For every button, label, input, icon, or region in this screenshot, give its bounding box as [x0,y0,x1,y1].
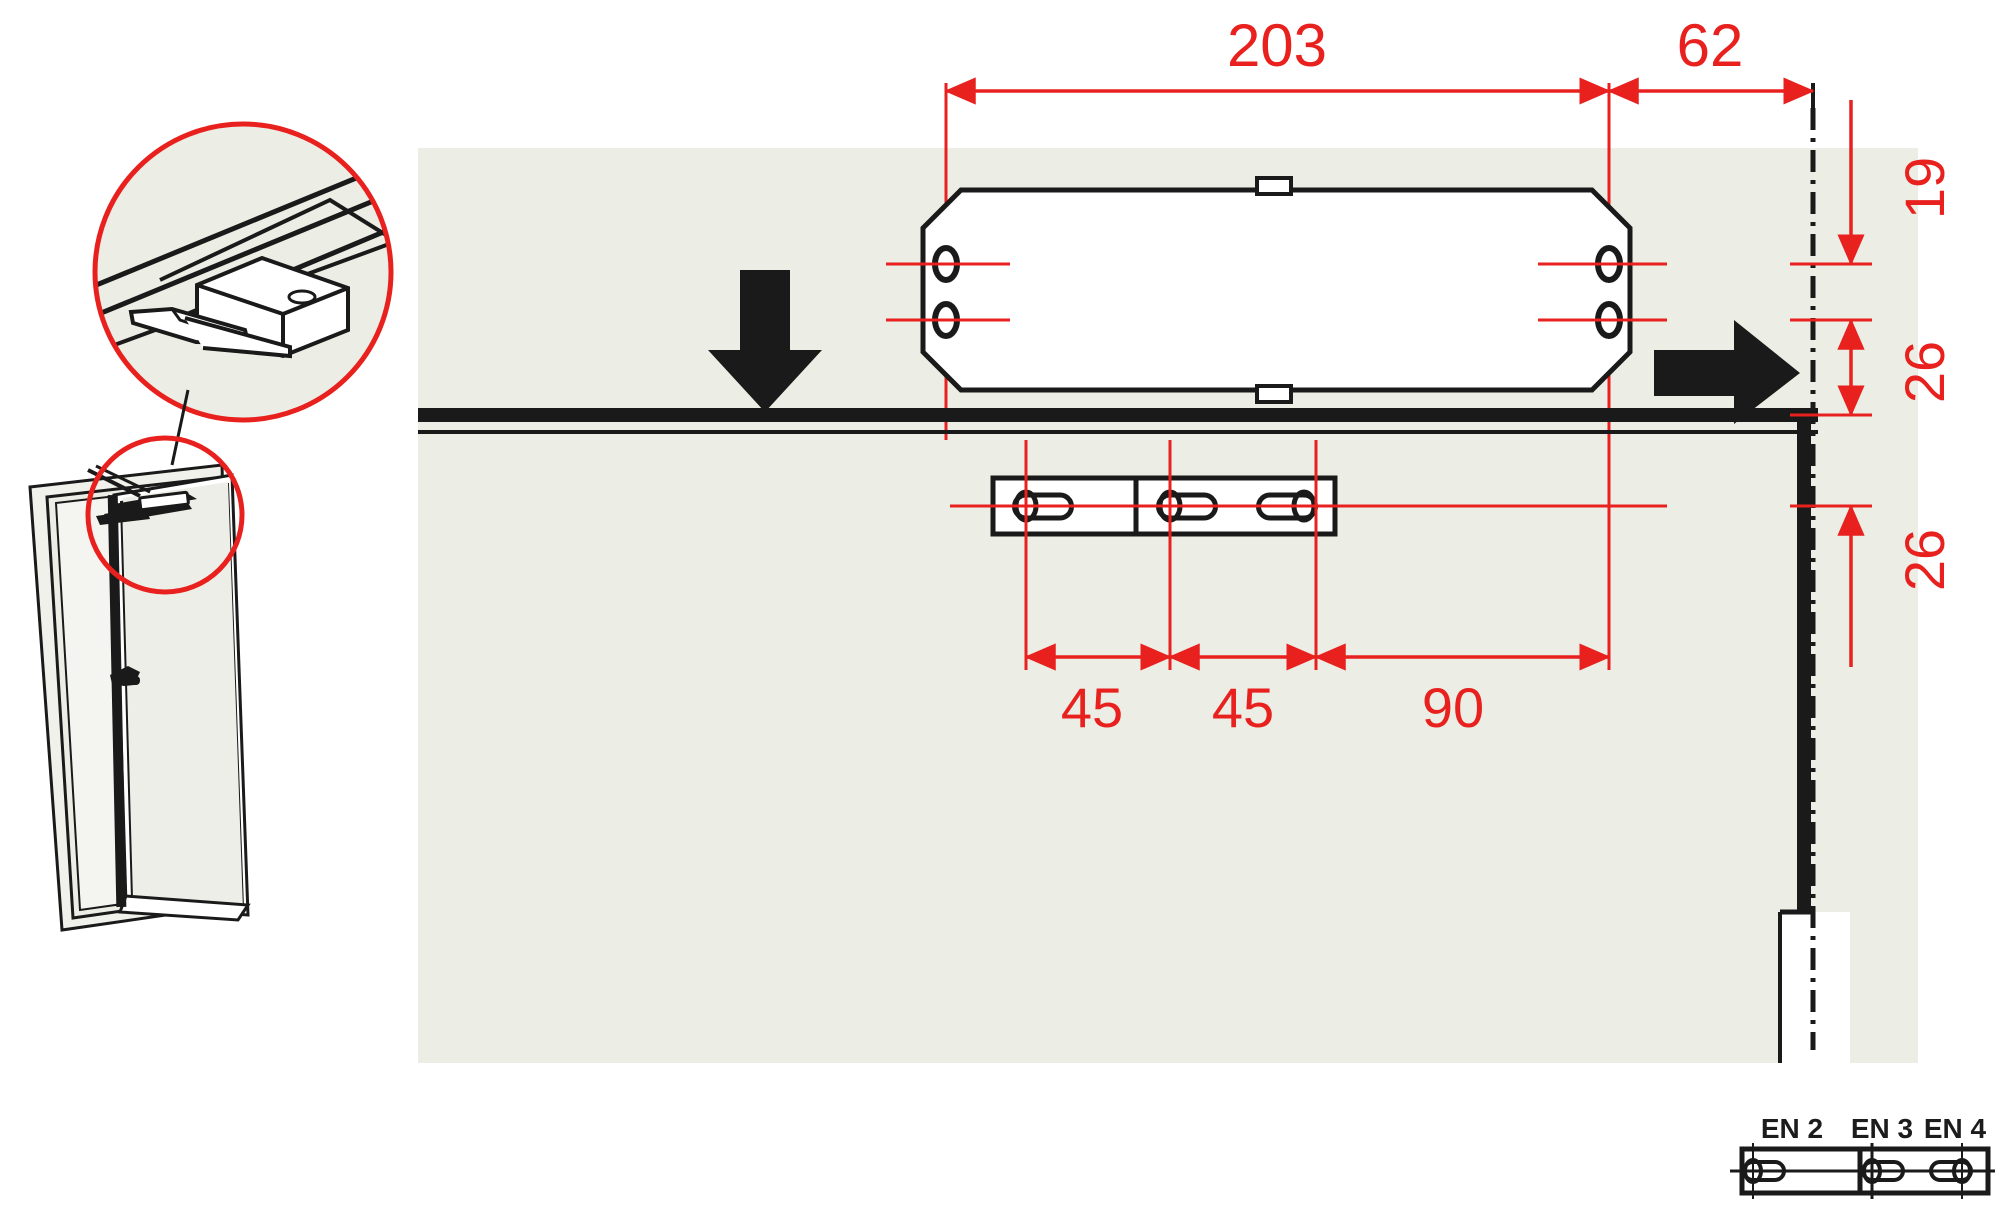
legend-label-en2: EN 2 [1761,1113,1823,1144]
dimension-label-62: 62 [1677,12,1744,79]
dimension-label-26-upper: 26 [1893,341,1956,403]
dimension-label-45-first: 45 [1061,676,1123,739]
dimension-label-19: 19 [1893,157,1956,219]
dimension-label-90: 90 [1422,676,1484,739]
door-isometric-view [28,435,251,932]
dimension-label-26-lower: 26 [1893,529,1956,591]
door-leaf-direction-arrow [708,270,822,412]
closer-detail-callout [92,121,394,466]
legend-label-en3: EN 3 [1851,1113,1913,1144]
legend-label-en4: EN 4 [1924,1113,1987,1144]
door-edge-lines [418,408,1818,1063]
hinge-side-direction-arrow [1654,320,1800,424]
arm-bracket-legend [1730,1143,1995,1199]
dimension-chain-right [1790,100,1872,667]
dimension-label-203: 203 [1227,12,1327,79]
closer-body-plan [886,176,1667,404]
dimension-chain-bottom [1024,440,1611,671]
dimension-label-45-second: 45 [1212,676,1274,739]
